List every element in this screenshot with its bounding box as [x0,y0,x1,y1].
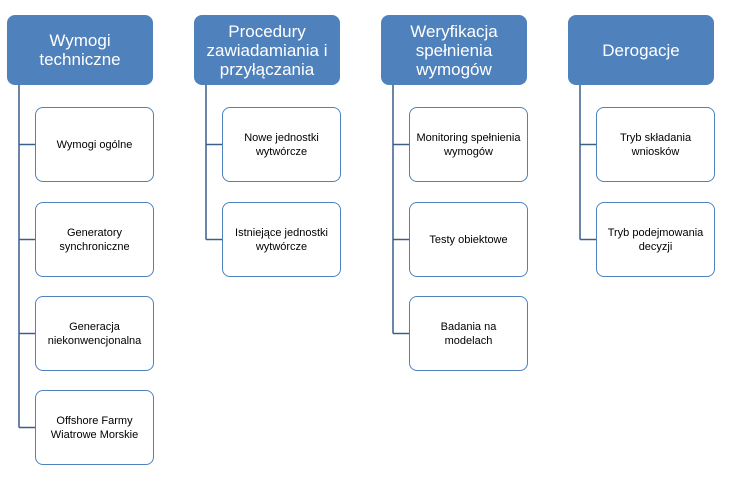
child-node: Nowe jednostki wytwórcze [222,107,341,182]
child-node: Testy obiektowe [409,202,528,277]
child-node: Badania na modelach [409,296,528,371]
child-node: Monitoring spełnienia wymogów [409,107,528,182]
child-node: Generatory synchroniczne [35,202,154,277]
child-node: Offshore Farmy Wiatrowe Morskie [35,390,154,465]
child-node: Tryb składania wniosków [596,107,715,182]
child-node: Generacja niekonwencjonalna [35,296,154,371]
column-header-4: Derogacje [568,15,714,85]
child-node: Tryb podejmowania decyzji [596,202,715,277]
child-node: Wymogi ogólne [35,107,154,182]
child-node: Istniejące jednostki wytwórcze [222,202,341,277]
column-header-2: Procedury zawiadamiania i przyłączania [194,15,340,85]
column-header-3: Weryfikacja spełnienia wymogów [381,15,527,85]
column-header-1: Wymogi techniczne [7,15,153,85]
